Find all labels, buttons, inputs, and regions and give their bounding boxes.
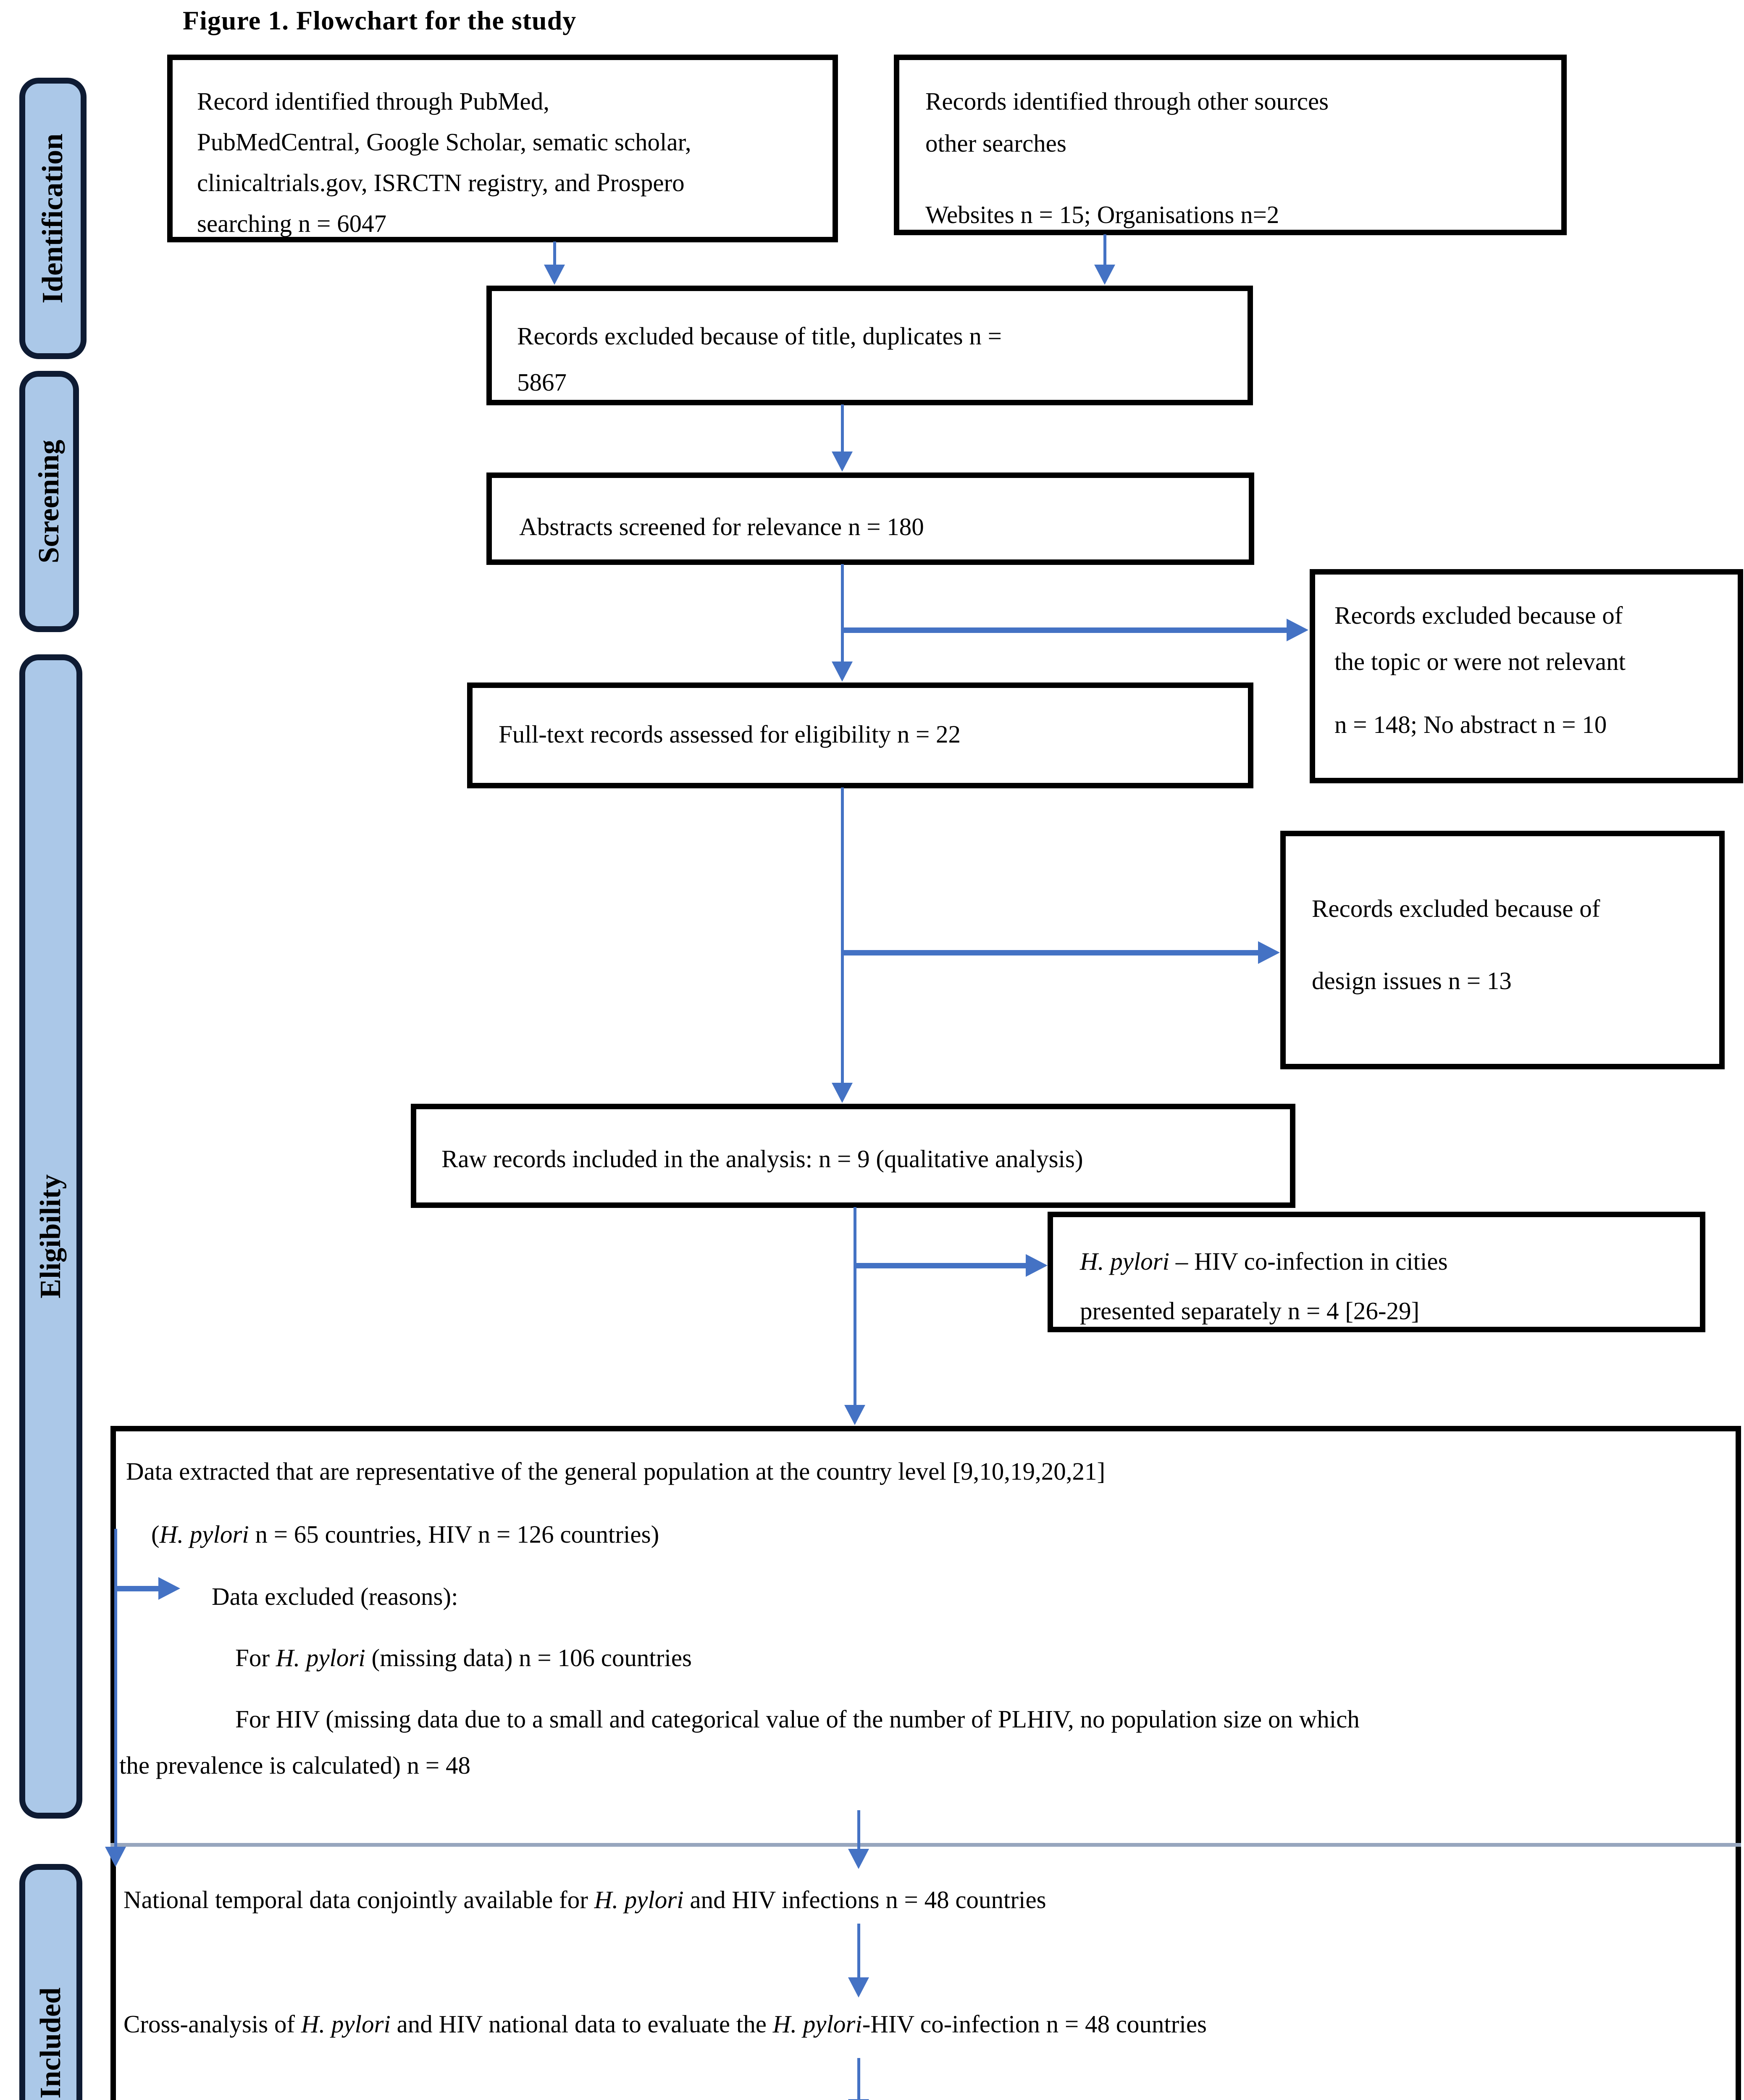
arrow-extracted-to-national-head <box>848 1849 869 1869</box>
line-national-temporal: National temporal data conjointly availa… <box>123 1886 1046 1914</box>
box-raw-included: Raw records included in the analysis: n … <box>411 1104 1295 1208</box>
box-excluded-title-duplicates: Records excluded because of title, dupli… <box>486 286 1253 405</box>
stage-eligibility-label: Eligibility <box>34 1174 67 1299</box>
line-country-counts: (H. pylori n = 65 countries, HIV n = 126… <box>151 1520 659 1548</box>
arrow-left-exclusion-line <box>114 1529 117 1847</box>
stage-screening: Screening <box>19 371 79 632</box>
box-raw-included-text: Raw records included in the analysis: n … <box>441 1145 1083 1173</box>
box-records-identified-databases-text: Record identified through PubMed, PubMed… <box>197 87 691 237</box>
arrow-national-to-cross-head <box>848 1977 869 1998</box>
arrow-fulltext-to-raw-line <box>841 788 844 1084</box>
line-data-extracted: Data extracted that are representative o… <box>126 1457 1106 1485</box>
arrow-data-excluded-branch-head <box>158 1577 180 1600</box>
arrow-excluded-to-abstracts-head <box>832 452 853 472</box>
arrow-branch-topic-head <box>1287 619 1308 641</box>
box-fulltext-assessed-text: Full-text records assessed for eligibili… <box>499 720 961 748</box>
box-records-identified-other-counts: Websites n = 15; Organisations n=2 <box>925 201 1279 228</box>
line-cross-analysis: Cross-analysis of H. pylori and HIV nati… <box>123 2010 1207 2038</box>
stage-identification: Identification <box>19 78 87 359</box>
arrow-cross-to-temporal-head <box>848 2099 869 2100</box>
box-records-identified-other: Records identified through other sources… <box>894 55 1567 235</box>
arrow-fulltext-to-raw-head <box>832 1083 853 1103</box>
box-data-extracted-container: Data extracted that are representative o… <box>110 1426 1741 2100</box>
arrow-excluded-to-abstracts-line <box>841 404 844 452</box>
box-excluded-topic-counts: n = 148; No abstract n = 10 <box>1334 711 1607 738</box>
arrow-abstracts-to-fulltext-head <box>832 662 853 682</box>
arrow-branch-cities-line <box>855 1263 1027 1268</box>
stage-eligibility: Eligibility <box>19 654 82 1819</box>
arrow-abstracts-to-fulltext-line <box>841 564 844 662</box>
arrow-branch-design-line <box>842 950 1259 956</box>
box-cities-separate: H. pylori – HIV co-infection in cities p… <box>1048 1212 1705 1332</box>
box-records-identified-databases: Record identified through PubMed, PubMed… <box>167 55 838 242</box>
arrow-branch-design-head <box>1258 941 1280 964</box>
arrow-other-to-excluded-line <box>1103 234 1106 265</box>
box-fulltext-assessed: Full-text records assessed for eligibili… <box>467 682 1253 788</box>
section-divider <box>110 1843 1741 1847</box>
arrow-data-excluded-branch-line <box>115 1586 159 1591</box>
box-excluded-topic-text: Records excluded because of the topic or… <box>1334 601 1626 675</box>
line-reason-hiv: For HIV (missing data due to a small and… <box>119 1705 1360 1779</box>
stage-identification-label: Identification <box>37 133 69 304</box>
box-excluded-title-duplicates-text: Records excluded because of title, dupli… <box>517 322 1002 396</box>
arrow-extracted-to-national-line <box>857 1810 860 1850</box>
box-excluded-design: Records excluded because of design issue… <box>1280 831 1725 1069</box>
figure-title: Figure 1. Flowchart for the study <box>183 5 577 35</box>
arrow-other-to-excluded-head <box>1094 265 1115 285</box>
stage-included: Included <box>19 1864 82 2100</box>
box-cities-separate-text: H. pylori – HIV co-infection in cities p… <box>1080 1247 1448 1325</box>
arrow-databases-to-excluded-line <box>553 242 556 265</box>
stage-included-label: Included <box>34 1987 67 2099</box>
arrow-national-to-cross-line <box>857 1924 860 1978</box>
arrow-branch-topic-line <box>842 627 1288 633</box>
arrow-raw-to-extracted-head <box>844 1405 865 1425</box>
box-records-identified-other-text: Records identified through other sources… <box>925 87 1329 157</box>
line-reason-hpylori: For H. pylori (missing data) n = 106 cou… <box>235 1644 692 1672</box>
box-abstracts-screened: Abstracts screened for relevance n = 180 <box>486 472 1254 565</box>
arrow-databases-to-excluded-head <box>544 265 565 285</box>
arrow-left-exclusion-head <box>105 1847 126 1867</box>
line-data-excluded: Data excluded (reasons): <box>212 1583 458 1610</box>
box-abstracts-screened-text: Abstracts screened for relevance n = 180 <box>519 513 924 541</box>
box-excluded-topic: Records excluded because of the topic or… <box>1310 569 1743 783</box>
box-excluded-design-text: Records excluded because of design issue… <box>1312 895 1600 995</box>
arrow-cross-to-temporal-line <box>857 2058 860 2100</box>
arrow-branch-cities-head <box>1026 1254 1048 1277</box>
arrow-raw-to-extracted-line <box>854 1207 856 1406</box>
stage-screening-label: Screening <box>33 439 65 564</box>
